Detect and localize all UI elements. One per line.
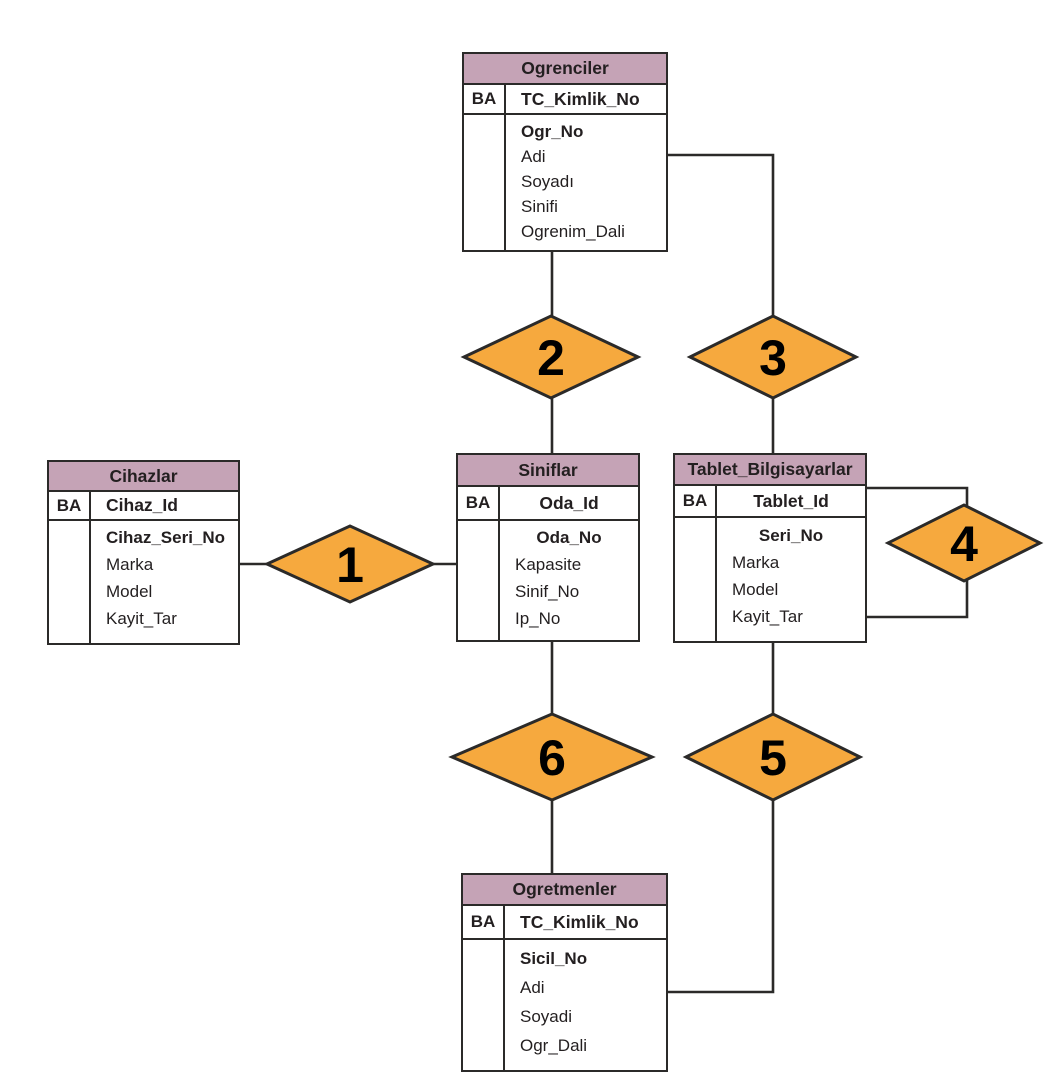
relationship-label: 4 — [950, 516, 978, 572]
primary-key-cell: TC_Kimlik_No — [520, 911, 639, 932]
ba-column-spacer — [458, 521, 500, 640]
ba-column-spacer — [49, 521, 91, 643]
attribute-soyadi: Soyadi — [520, 1007, 572, 1026]
diamond-shape — [448, 712, 656, 802]
entity-title: Ogretmenler — [463, 875, 666, 906]
primary-key-row: BA Tablet_Id — [675, 486, 865, 518]
relationship-label: 6 — [538, 730, 566, 786]
connector-tablet-ogretmenler — [660, 635, 775, 994]
primary-key-cell: Tablet_Id — [753, 490, 829, 511]
primary-key-row: BA Oda_Id — [458, 487, 638, 521]
primary-key-cell: Oda_Id — [539, 492, 599, 513]
attribute-ip-no: Ip_No — [515, 609, 561, 628]
relationship-diamond-5[interactable]: 5 — [682, 712, 864, 802]
entity-title: Ogrenciler — [464, 54, 666, 85]
diamond-shape — [682, 712, 864, 802]
entity-title: Tablet_Bilgisayarlar — [675, 455, 865, 486]
diamond-shape — [460, 314, 642, 400]
attribute-ogr-no: Ogr_No — [521, 122, 584, 141]
diamond-shape — [263, 524, 437, 604]
attribute-marka: Marka — [106, 555, 154, 574]
attribute-seri-no: Seri_No — [758, 526, 824, 545]
relationship-diamond-4[interactable]: 4 — [884, 503, 1044, 583]
primary-key-row: BA TC_Kimlik_No — [463, 906, 666, 940]
ba-column-spacer — [675, 518, 717, 641]
attribute-sicil-no: Sicil_No — [520, 949, 588, 968]
relationship-diamond-2[interactable]: 2 — [460, 314, 642, 400]
attribute-kayit-tar: Kayit_Tar — [106, 609, 177, 628]
attribute-marka: Marka — [732, 553, 780, 572]
attribute-cihaz-seri-no: Cihaz_Seri_No — [106, 528, 226, 547]
diamond-shape — [884, 503, 1044, 583]
attribute-ogr-dali: Ogr_Dali — [520, 1036, 588, 1055]
relationship-diamond-1[interactable]: 1 — [263, 524, 437, 604]
connector-ogrenciler-tablet — [660, 153, 775, 465]
attribute-kayit-tar: Kayit_Tar — [732, 607, 803, 626]
ba-column-spacer — [463, 940, 505, 1070]
ba-cell: BA — [458, 487, 500, 519]
entity-title: Siniflar — [458, 455, 638, 487]
attribute-soyad-: Soyadı — [521, 172, 574, 191]
attribute-sinif-no: Sinif_No — [515, 582, 580, 601]
primary-key-cell: Cihaz_Id — [106, 495, 178, 515]
relationship-diamond-3[interactable]: 3 — [686, 314, 860, 400]
attribute-model: Model — [106, 582, 153, 601]
entity-tablet-bilgisayarlar[interactable]: Tablet_Bilgisayarlar BA Tablet_Id Seri_N… — [673, 453, 867, 643]
ba-cell: BA — [675, 486, 717, 516]
attribute-model: Model — [732, 580, 779, 599]
diamond-shape — [686, 314, 860, 400]
attribute-adi: Adi — [520, 978, 545, 997]
relationship-label: 3 — [759, 330, 787, 386]
ba-cell: BA — [463, 906, 505, 938]
entity-title: Cihazlar — [49, 462, 238, 492]
ba-cell: BA — [49, 492, 91, 519]
relationship-diamond-6[interactable]: 6 — [448, 712, 656, 802]
primary-key-row: BA Cihaz_Id — [49, 492, 238, 521]
primary-key-cell: TC_Kimlik_No — [521, 88, 640, 109]
relationship-label: 1 — [336, 537, 364, 593]
primary-key-row: BA TC_Kimlik_No — [464, 85, 666, 115]
attribute-kapasite: Kapasite — [515, 555, 582, 574]
relationship-label: 2 — [537, 330, 565, 386]
attribute-oda-no: Oda_No — [536, 528, 602, 547]
relationship-label: 5 — [759, 730, 787, 786]
ba-column-spacer — [464, 115, 506, 250]
attribute-adi: Adi — [521, 147, 546, 166]
attribute-sinifi: Sinifi — [521, 197, 558, 216]
ba-cell: BA — [464, 85, 506, 113]
attribute-ogrenim-dali: Ogrenim_Dali — [521, 222, 625, 241]
